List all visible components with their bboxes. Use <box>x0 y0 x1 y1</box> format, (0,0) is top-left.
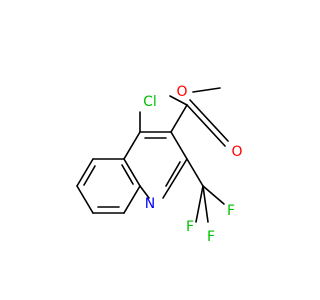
atom-cl: Cl <box>143 94 157 110</box>
bond-c2-n1-inner <box>165 161 181 187</box>
bond-cf3-f2 <box>195 185 204 223</box>
bond-c3-c2 <box>170 131 188 160</box>
atom-f1: F <box>227 203 235 219</box>
bond-o-ether-me <box>192 87 221 93</box>
bond-c5-c6 <box>76 158 94 187</box>
bond-c2-cf3 <box>186 158 204 187</box>
bond-c5-c6-inner <box>83 165 96 186</box>
atom-f3: F <box>207 229 215 245</box>
bond-c8a-c4a-inner <box>121 164 134 185</box>
atom-o-carbonyl: O <box>231 144 242 160</box>
bond-cc-o-ether <box>169 95 188 106</box>
background <box>0 0 300 300</box>
bond-c8-c8a <box>123 185 141 214</box>
bond-c6-c7 <box>76 185 94 214</box>
bond-n1-c8a <box>139 185 150 199</box>
atom-f2: F <box>186 219 194 235</box>
bond-cc-o-carbonyl <box>186 104 226 147</box>
atom-o-ether: O <box>176 84 187 100</box>
bond-cf3-f1 <box>202 185 225 205</box>
bond-cc-o-carbonyl-2 <box>189 99 229 142</box>
bond-c3-cc <box>170 104 188 133</box>
bond-cf3-f3 <box>202 185 209 223</box>
bond-c8a-c4a <box>123 158 141 187</box>
bond-c2-n1 <box>162 158 188 199</box>
bond-c4a-c4 <box>123 131 141 160</box>
atom-n: N <box>145 196 155 212</box>
